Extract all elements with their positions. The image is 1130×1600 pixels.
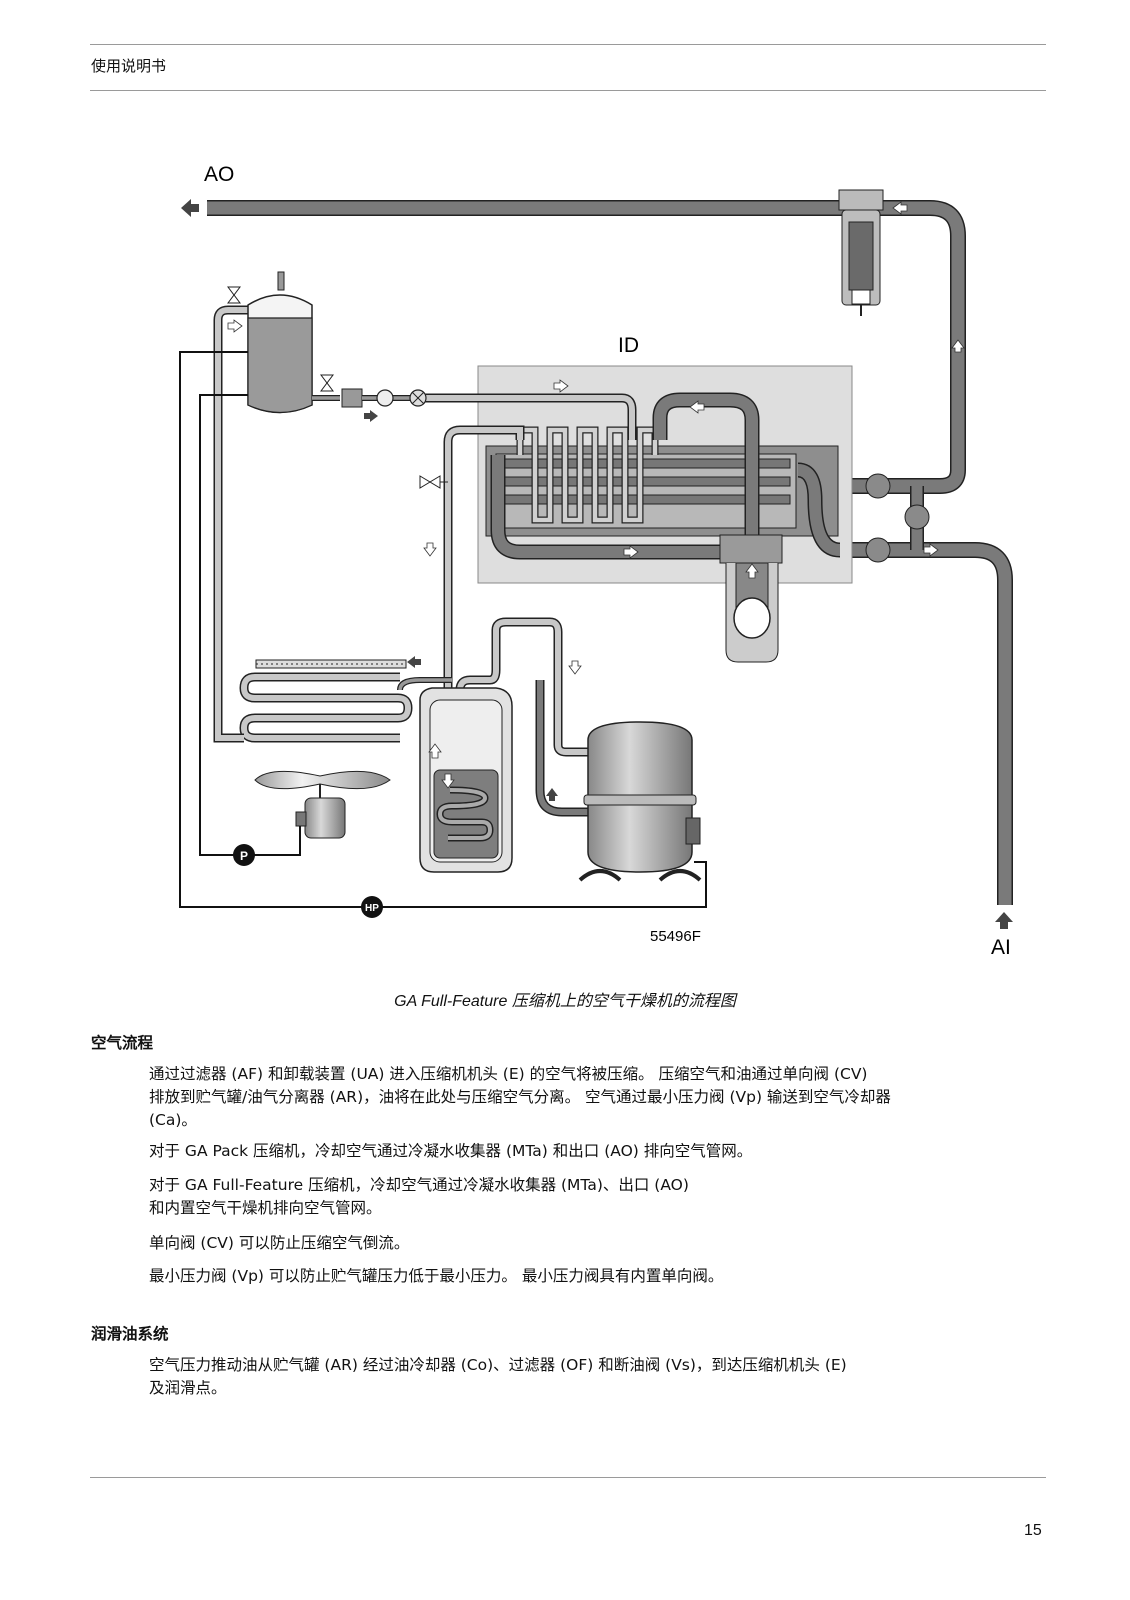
paragraph: 单向阀 (CV) 可以防止压缩空气倒流。 bbox=[149, 1232, 1049, 1255]
section-title-air-flow: 空气流程 bbox=[91, 1034, 154, 1052]
paragraph-line: 及润滑点。 bbox=[149, 1379, 227, 1397]
paragraph-line: 空气压力推动油从贮气罐 (AR) 经过油冷却器 (Co)、过滤器 (OF) 和断… bbox=[149, 1356, 847, 1374]
paragraph-line: 通过过滤器 (AF) 和卸载装置 (UA) 进入压缩机机头 (E) 的空气将被压… bbox=[149, 1065, 868, 1083]
outlet-arrow-icon bbox=[181, 199, 199, 217]
flow-arrow-icon bbox=[745, 563, 759, 579]
dryer-flow-diagram: AO ID AI 55496F bbox=[179, 163, 1013, 959]
water-separator bbox=[719, 534, 783, 663]
figure-code: 55496F bbox=[650, 928, 701, 945]
air-outlet-pipe bbox=[181, 199, 966, 494]
flow-arrow-icon bbox=[951, 339, 965, 353]
control-lines bbox=[179, 351, 707, 908]
paragraph-line: 最小压力阀 (Vp) 可以防止贮气罐压力低于最小压力。 最小压力阀具有内置单向阀… bbox=[149, 1267, 724, 1285]
label-p: P bbox=[240, 849, 248, 863]
condenser bbox=[213, 340, 413, 743]
air-inlet-pipe bbox=[830, 473, 1013, 929]
inlet-arrow-icon bbox=[995, 912, 1013, 929]
flow-arrow-icon bbox=[423, 542, 437, 557]
label-ao: AO bbox=[204, 163, 234, 186]
valve-icon bbox=[227, 286, 241, 304]
pressure-switch-hp: HP bbox=[361, 896, 383, 918]
section-title-lubrication: 润滑油系统 bbox=[91, 1325, 169, 1343]
refrigerant-compressor bbox=[578, 721, 702, 882]
outlet-filter bbox=[838, 189, 884, 316]
refrigerant-circuit bbox=[397, 393, 637, 817]
paragraph: 空气压力推动油从贮气罐 (AR) 经过油冷却器 (Co)、过滤器 (OF) 和断… bbox=[149, 1354, 1049, 1400]
paragraph-line: 对于 GA Pack 压缩机，冷却空气通过冷凝水收集器 (MTa) 和出口 (A… bbox=[149, 1142, 753, 1160]
flow-arrow-icon bbox=[892, 201, 908, 215]
label-ai: AI bbox=[991, 936, 1011, 959]
flow-arrow-icon bbox=[407, 656, 421, 668]
paragraph: 最小压力阀 (Vp) 可以防止贮气罐压力低于最小压力。 最小压力阀具有内置单向阀… bbox=[149, 1265, 1049, 1288]
expansion-valve-icon bbox=[419, 475, 448, 489]
header-title: 使用说明书 bbox=[91, 57, 167, 75]
paragraph-line: 和内置空气干燥机排向空气管网。 bbox=[149, 1199, 382, 1217]
heat-exchanger bbox=[485, 426, 839, 537]
paragraph-line: 排放到贮气罐/油气分离器 (AR)，油将在此处与压缩空气分离。 空气通过最小压力… bbox=[149, 1088, 891, 1106]
paragraph-line: (Ca)。 bbox=[149, 1111, 197, 1129]
paragraph-line: 单向阀 (CV) 可以防止压缩空气倒流。 bbox=[149, 1234, 410, 1252]
fan-motor bbox=[254, 770, 391, 839]
flow-arrow-icon bbox=[689, 400, 705, 414]
flow-arrow-icon bbox=[623, 545, 639, 559]
header-bottom-rule bbox=[90, 90, 1046, 91]
sight-glass-icon bbox=[376, 389, 394, 407]
label-hp: HP bbox=[365, 903, 379, 914]
flow-arrow-icon bbox=[546, 788, 558, 801]
flow-arrow-icon bbox=[428, 743, 442, 759]
valve-icon bbox=[320, 374, 334, 392]
paragraph: 对于 GA Pack 压缩机，冷却空气通过冷凝水收集器 (MTa) 和出口 (A… bbox=[149, 1140, 1049, 1163]
accumulator-vessel bbox=[419, 687, 513, 873]
footer-rule bbox=[90, 1477, 1046, 1478]
paragraph-line: 对于 GA Full-Feature 压缩机，冷却空气通过冷凝水收集器 (MTa… bbox=[149, 1176, 689, 1194]
flow-arrow-icon bbox=[553, 379, 569, 393]
header-rule bbox=[90, 44, 1046, 45]
flow-arrow-icon bbox=[227, 319, 243, 333]
flow-arrow-icon bbox=[364, 410, 378, 422]
paragraph: 对于 GA Full-Feature 压缩机，冷却空气通过冷凝水收集器 (MTa… bbox=[149, 1174, 1049, 1220]
receiver-tank bbox=[213, 271, 427, 422]
flow-arrow-icon bbox=[568, 660, 582, 675]
flow-arrow-icon bbox=[441, 773, 455, 789]
page-number: 15 bbox=[1024, 1522, 1042, 1539]
figure-caption: GA Full-Feature 压缩机上的空气干燥机的流程图 bbox=[394, 993, 736, 1010]
paragraph: 通过过滤器 (AF) 和卸载装置 (UA) 进入压缩机机头 (E) 的空气将被压… bbox=[149, 1063, 1049, 1132]
label-id: ID bbox=[618, 334, 639, 357]
pressure-switch-p: P bbox=[233, 844, 255, 866]
flow-arrow-icon bbox=[923, 543, 939, 557]
